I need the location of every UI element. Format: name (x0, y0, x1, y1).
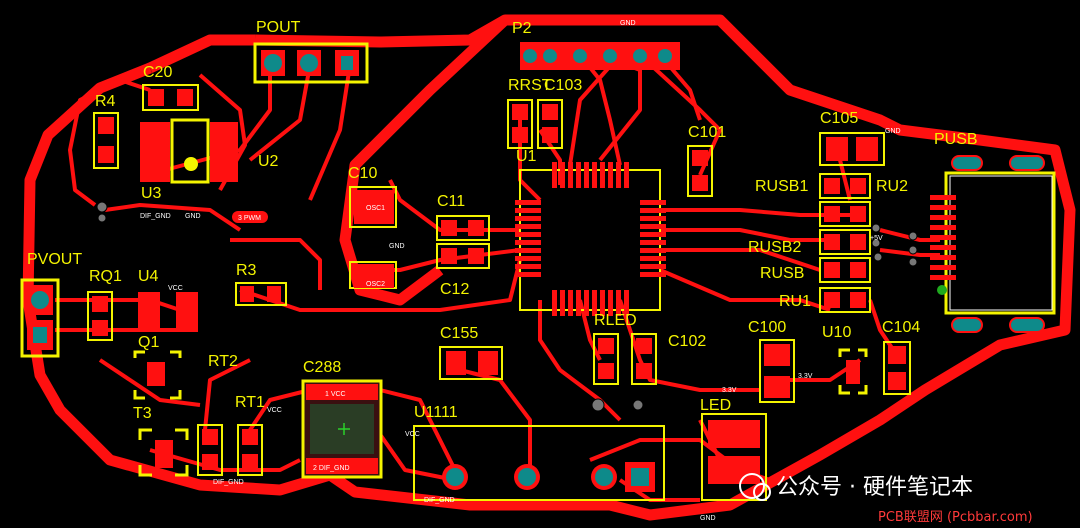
pout-connector (253, 42, 369, 84)
c155-component (439, 346, 503, 380)
ru2-label: RU2 (876, 178, 908, 195)
pout-label: POUT (256, 19, 301, 36)
t3-pad (155, 440, 173, 468)
u3-label: U3 (141, 185, 162, 202)
q1-pad (147, 362, 165, 386)
net-osc2: OSC2 (366, 281, 385, 288)
led-component (701, 413, 767, 501)
watermark-text: 公众号 · 硬件笔记本 (776, 475, 973, 500)
net-vcc-u1111: VCC (405, 431, 420, 438)
rrst-component (507, 99, 563, 149)
rrst-label: RRST (508, 77, 552, 94)
c11-component (436, 215, 490, 241)
c101-label: C101 (688, 124, 726, 141)
q1-outline (133, 350, 182, 400)
watermark-bg (874, 506, 1080, 526)
c104-component (883, 341, 911, 395)
net-dif-gnd-rt: DIF_GND (213, 479, 244, 486)
net-dif-gnd-u1111: DIF_GND (424, 497, 455, 504)
t3-label: T3 (133, 405, 152, 422)
u10-pad (846, 360, 860, 384)
net-gnd-osc: GND (389, 243, 405, 250)
rusb2-label: RUSB2 (748, 239, 801, 256)
r4-component (93, 112, 119, 169)
c155-label: C155 (440, 325, 478, 342)
u2-label: U2 (258, 153, 279, 170)
pwm-pad (232, 211, 268, 223)
pusb-connector (930, 155, 1056, 333)
watermark-icon (739, 473, 771, 501)
pvout-label: PVOUT (27, 251, 82, 268)
q1-label: Q1 (138, 334, 159, 351)
pvout-connector (20, 278, 60, 358)
c288-capacitor (301, 379, 383, 479)
rled-label: RLED (594, 312, 637, 329)
u1111-label: U1111 (414, 404, 458, 421)
u1-mcu (515, 162, 666, 316)
c101-component (687, 145, 713, 197)
rled-component (593, 333, 657, 385)
p2-connector (520, 42, 680, 70)
c10-label: C10 (348, 165, 377, 182)
c11-label: C11 (437, 193, 465, 210)
rusb-label: RUSB (760, 265, 804, 282)
u10-outline (838, 348, 868, 395)
net-gnd-bottom: GND (700, 515, 716, 522)
board-outline-trace (22, 14, 1076, 521)
c100-component (759, 339, 795, 403)
c100-label: C100 (748, 319, 786, 336)
c102-label: C102 (668, 333, 706, 350)
u10-label: U10 (822, 324, 851, 341)
r4-label: R4 (95, 93, 116, 110)
vias (96, 201, 918, 412)
c105-label: C105 (820, 110, 858, 127)
c288-label: C288 (303, 359, 341, 376)
net-pwm: 3 PWM (238, 215, 261, 222)
c105-component (819, 132, 885, 166)
rt2-label: RT2 (208, 353, 238, 370)
net-gnd-top: GND (620, 20, 636, 27)
c10-component (349, 186, 397, 289)
net-3v3-b: 3.3V (722, 387, 737, 394)
rusb1-label: RUSB1 (755, 178, 808, 195)
net-vcc-rt1: VCC (267, 407, 282, 414)
rq1-component (87, 291, 113, 341)
watermark-site: PCB联盟网 (Pcbbar.com) (878, 510, 1033, 525)
usb-resistors (819, 173, 871, 313)
u4-label: U4 (138, 268, 159, 285)
net-gnd-usb: GND (885, 128, 901, 135)
p2-label: P2 (512, 20, 532, 37)
c20-component (142, 84, 199, 111)
rt1-label: RT1 (235, 394, 265, 411)
rq1-label: RQ1 (89, 268, 122, 285)
led-label: LED (700, 397, 731, 414)
u3-chip (140, 118, 238, 184)
net-5v: +5V (870, 235, 883, 242)
net-vcc-u4: VCC (168, 285, 183, 292)
c103-label: C103 (544, 77, 582, 94)
c288-pin2: 2 DIF_GND (313, 465, 350, 472)
u4-chip (138, 292, 198, 332)
c20-label: C20 (143, 64, 172, 81)
net-dif-gnd-u3: DIF_GND (140, 213, 171, 220)
c12-component (436, 243, 490, 269)
net-gnd-u3: GND (185, 213, 201, 220)
rt-resistors (197, 424, 263, 476)
t3-outline (138, 428, 189, 477)
r3-component (235, 282, 287, 306)
net-3v3-a: 3.3V (798, 373, 813, 380)
u1-label: U1 (516, 148, 537, 165)
u1111-regulator (413, 425, 665, 501)
r3-label: R3 (236, 262, 257, 279)
pusb-label: PUSB (934, 131, 978, 148)
ru1-label: RU1 (779, 293, 811, 310)
net-osc1: OSC1 (366, 205, 385, 212)
c104-label: C104 (882, 319, 920, 336)
c288-pin1: 1 VCC (325, 391, 346, 398)
c12-label: C12 (440, 281, 469, 298)
